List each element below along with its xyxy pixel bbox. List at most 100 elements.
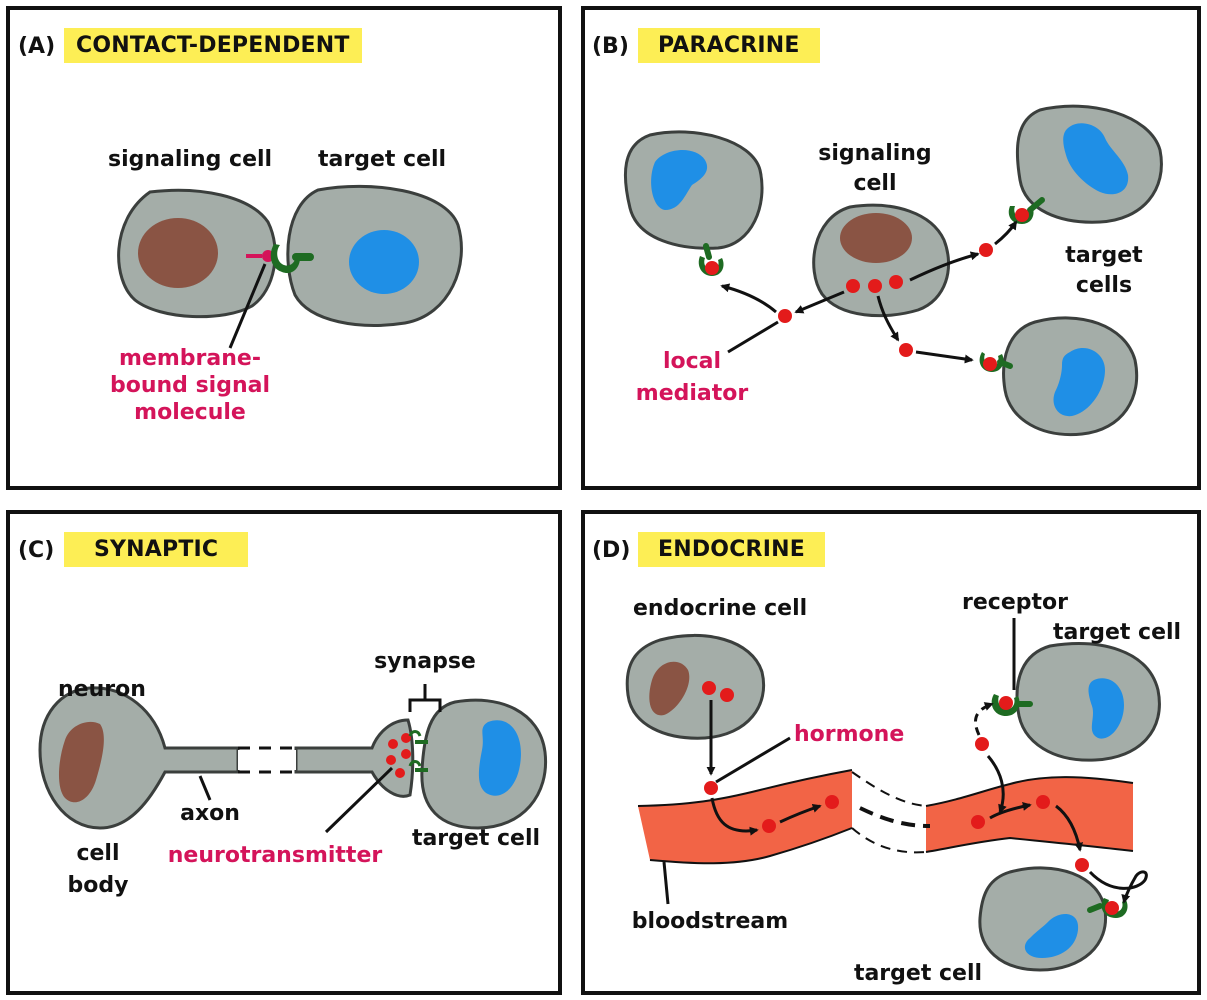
receptor-icon bbox=[270, 244, 314, 274]
bound-mediator bbox=[705, 261, 719, 275]
mediator-dot bbox=[899, 343, 913, 357]
hormone-path-dash bbox=[859, 806, 931, 828]
hormone-dot bbox=[1036, 795, 1050, 809]
arrow bbox=[710, 797, 759, 836]
hormone-dot bbox=[720, 688, 734, 702]
endocrine-cell bbox=[625, 633, 765, 740]
panel-d-id: (D) bbox=[592, 538, 631, 563]
signaling-cell-label-2: cell bbox=[853, 171, 896, 196]
bloodstream-edge bbox=[649, 827, 853, 865]
mediator-dot bbox=[868, 279, 882, 293]
target-cell-label: target cell bbox=[412, 826, 540, 851]
blue-nucleus bbox=[1024, 914, 1079, 958]
cell-body-label-1: cell bbox=[76, 841, 119, 866]
bound-hormone bbox=[999, 696, 1013, 710]
neurotransmitter-dot bbox=[386, 755, 396, 765]
local-mediator-dot bbox=[778, 309, 792, 323]
receptor-icon bbox=[408, 730, 428, 744]
axon-label: axon bbox=[180, 801, 240, 826]
arrow bbox=[986, 755, 1007, 814]
neurotransmitter-pointer-line bbox=[324, 766, 394, 834]
arrow bbox=[794, 290, 845, 314]
mediator-dot bbox=[889, 275, 903, 289]
hormone-dot bbox=[762, 819, 776, 833]
panel-b-id: (B) bbox=[592, 34, 629, 59]
neurotransmitter-dot bbox=[401, 733, 411, 743]
neurotransmitter-label: neurotransmitter bbox=[168, 843, 383, 868]
bloodstream-label: bloodstream bbox=[632, 909, 788, 934]
blue-nucleus bbox=[1053, 348, 1105, 417]
panel-c-title: SYNAPTIC bbox=[64, 532, 249, 567]
brown-nucleus bbox=[649, 661, 690, 716]
arrow bbox=[989, 801, 1032, 820]
target-cell-top-label: target cell bbox=[1053, 620, 1181, 645]
signal-molecule-label-2: bound signal bbox=[110, 373, 270, 398]
endocrine-cell-label: endocrine cell bbox=[633, 596, 807, 621]
bloodstream-segment bbox=[926, 777, 1133, 852]
axon-pointer-line bbox=[198, 775, 212, 801]
arrow bbox=[1055, 804, 1083, 852]
hormone-label: hormone bbox=[794, 722, 904, 747]
receptor-label: receptor bbox=[962, 590, 1068, 615]
arrow bbox=[876, 295, 900, 342]
arrow bbox=[779, 804, 822, 824]
bloodstream-edge bbox=[925, 776, 1134, 807]
panel-a-drawing: signaling cell target cell membrane- bou… bbox=[108, 147, 463, 425]
local-mediator-label-1: local bbox=[663, 349, 721, 374]
blue-nucleus bbox=[1063, 123, 1129, 195]
target-cell-bottom-label: target cell bbox=[854, 961, 982, 986]
panel-c-id: (C) bbox=[18, 538, 55, 563]
hormone-dot bbox=[971, 815, 985, 829]
receptor-icon bbox=[991, 694, 1033, 716]
arrow-dashed bbox=[974, 702, 994, 736]
panel-d-title: ENDOCRINE bbox=[638, 532, 825, 567]
signal-pointer-line bbox=[228, 263, 267, 349]
mediator-dot bbox=[846, 279, 860, 293]
hormone-dot bbox=[702, 681, 716, 695]
blue-nucleus bbox=[349, 230, 419, 294]
panel-d-drawing: endocrine cell receptor target cell horm… bbox=[625, 590, 1181, 986]
blue-nucleus bbox=[478, 720, 521, 796]
panel-a-id: (A) bbox=[18, 34, 56, 59]
neurotransmitter-dot bbox=[388, 739, 398, 749]
local-mediator-label-2: mediator bbox=[636, 381, 749, 406]
bloodstream-gap-dash bbox=[851, 771, 927, 807]
panel-a-title: CONTACT-DEPENDENT bbox=[64, 28, 362, 63]
arrow bbox=[720, 283, 777, 314]
receptor-icon bbox=[408, 760, 428, 772]
bloodstream-pointer-line bbox=[662, 861, 670, 905]
panel-b-title: PARACRINE bbox=[638, 28, 820, 63]
arrow bbox=[994, 220, 1018, 246]
hormone-dot bbox=[1075, 858, 1089, 872]
mediator-pointer-line bbox=[727, 320, 779, 354]
target-cell-upper bbox=[1015, 642, 1161, 762]
signal-molecule-label-1: membrane- bbox=[119, 346, 261, 371]
arrow bbox=[909, 251, 980, 282]
arrow bbox=[915, 350, 974, 364]
bound-hormone bbox=[1105, 901, 1119, 915]
signaling-cell-label: signaling cell bbox=[108, 147, 272, 172]
blue-nucleus bbox=[651, 150, 708, 210]
bound-mediator bbox=[1015, 208, 1029, 222]
bloodstream-edge bbox=[925, 836, 1134, 853]
target-cells-label-2: cells bbox=[1076, 273, 1132, 298]
hormone-dot bbox=[704, 781, 718, 795]
panel-c-drawing: neuron synapse axon cell body neurotrans… bbox=[38, 649, 548, 898]
bloodstream-segment bbox=[638, 770, 852, 864]
target-cell-upper-left bbox=[624, 130, 764, 250]
bloodstream-gap-dash bbox=[851, 827, 927, 854]
synapse-label: synapse bbox=[374, 649, 476, 674]
panel-contact-dependent bbox=[6, 6, 562, 490]
hormone-pointer-line bbox=[715, 736, 791, 784]
panel-b-drawing: signaling cell target cells local mediat… bbox=[624, 104, 1163, 437]
hormone-dot bbox=[825, 795, 839, 809]
neurotransmitter-dot bbox=[395, 768, 405, 778]
bloodstream-edge bbox=[637, 769, 853, 807]
brown-nucleus bbox=[840, 213, 912, 263]
target-cell-lower bbox=[978, 866, 1108, 972]
hormone-dot bbox=[975, 737, 989, 751]
blue-nucleus bbox=[1088, 678, 1124, 739]
target-cells-label-1: target bbox=[1065, 243, 1143, 268]
brown-nucleus bbox=[138, 218, 218, 288]
